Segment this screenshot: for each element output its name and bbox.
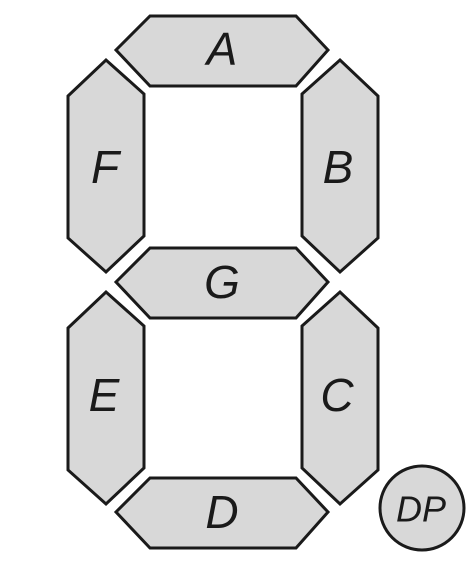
segment-a-label: A xyxy=(204,23,238,75)
segment-c: C xyxy=(300,289,380,507)
segment-g-shape xyxy=(113,246,331,320)
segment-b: B xyxy=(300,57,380,275)
segment-f-label: F xyxy=(91,141,122,193)
segment-c-label: C xyxy=(320,369,354,421)
segment-e-shape xyxy=(66,289,146,507)
segment-b-shape xyxy=(300,57,380,275)
segment-f-shape xyxy=(66,57,146,275)
decimal-point: DP xyxy=(378,464,466,552)
segment-d: D xyxy=(113,476,331,550)
segment-c-shape xyxy=(300,289,380,507)
decimal-point-label: DP xyxy=(396,489,446,530)
decimal-point-shape xyxy=(378,464,466,552)
segment-e: E xyxy=(66,289,146,507)
segment-g: G xyxy=(113,246,331,320)
segment-b-label: B xyxy=(323,141,354,193)
segment-e-label: E xyxy=(89,369,121,421)
segment-a: A xyxy=(113,14,331,88)
segment-g-label: G xyxy=(204,256,240,308)
segment-d-shape xyxy=(113,476,331,550)
segment-d-label: D xyxy=(205,486,238,538)
segment-a-shape xyxy=(113,14,331,88)
segment-f: F xyxy=(66,57,146,275)
